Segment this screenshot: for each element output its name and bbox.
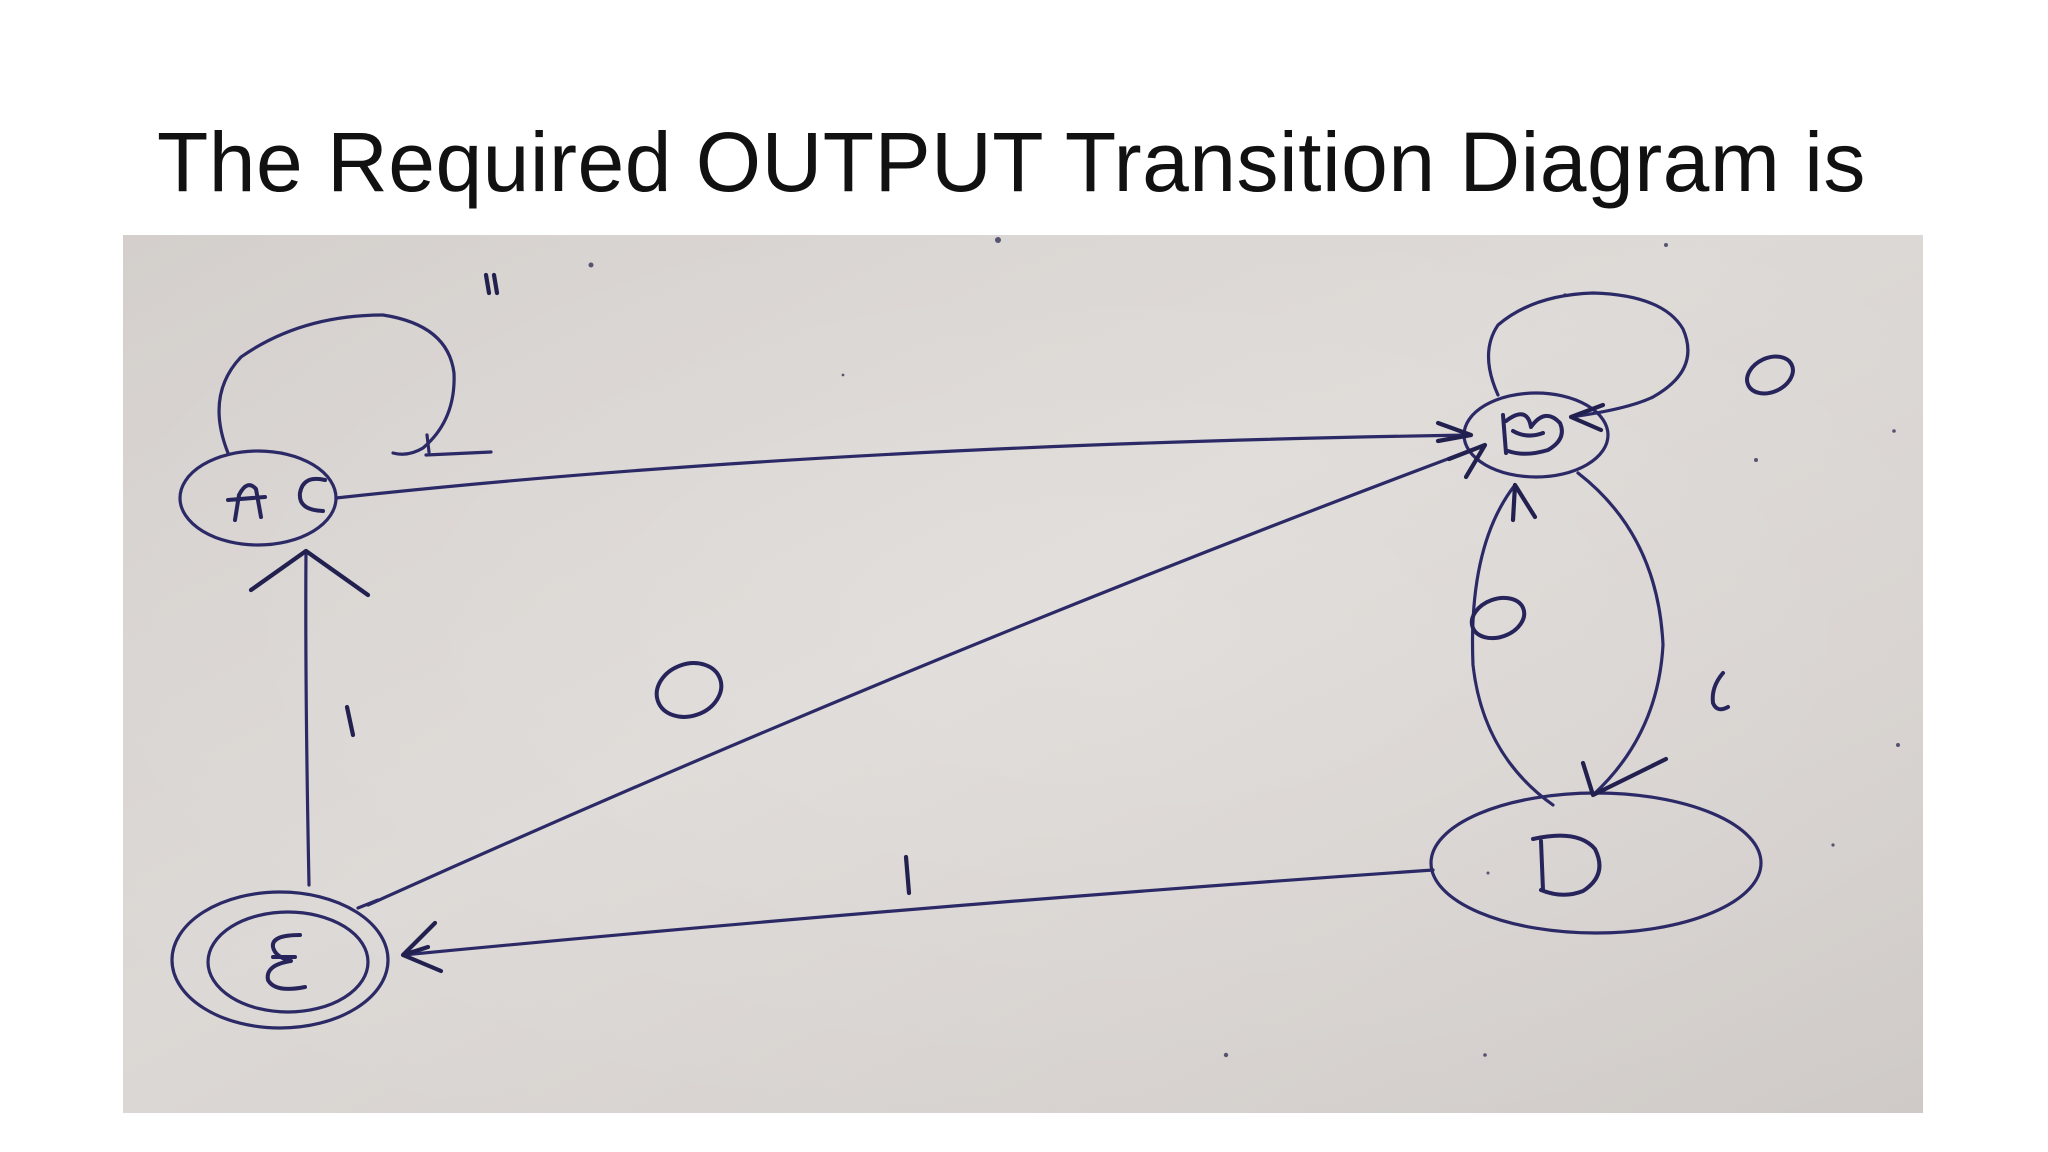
transition-diagram [123,235,1923,1113]
state-e [170,890,390,1030]
diagram-photo [123,235,1923,1113]
state-b-letter [1501,412,1564,456]
paper-specks [366,237,1900,1058]
transition-ac-ac [217,272,500,457]
transition-ac-b [334,420,1474,500]
state-e-letter [265,933,307,991]
state-e-inner-circle [206,910,370,1014]
state-e-outer-circle [170,890,390,1030]
transition-b-d [1576,471,1730,798]
state-b [1462,391,1610,479]
transition-e-b [356,442,1488,910]
transition-b-b [1487,291,1795,433]
state-d-letter [1531,833,1602,897]
state-ac-letter-a [226,483,267,522]
state-ac-letter-c [297,476,327,513]
slide-title: The Required OUTPUT Transition Diagram i… [157,115,1866,209]
transition-d-b [1469,482,1555,807]
transition-e-ac [248,548,371,887]
transition-d-e [400,854,1435,974]
